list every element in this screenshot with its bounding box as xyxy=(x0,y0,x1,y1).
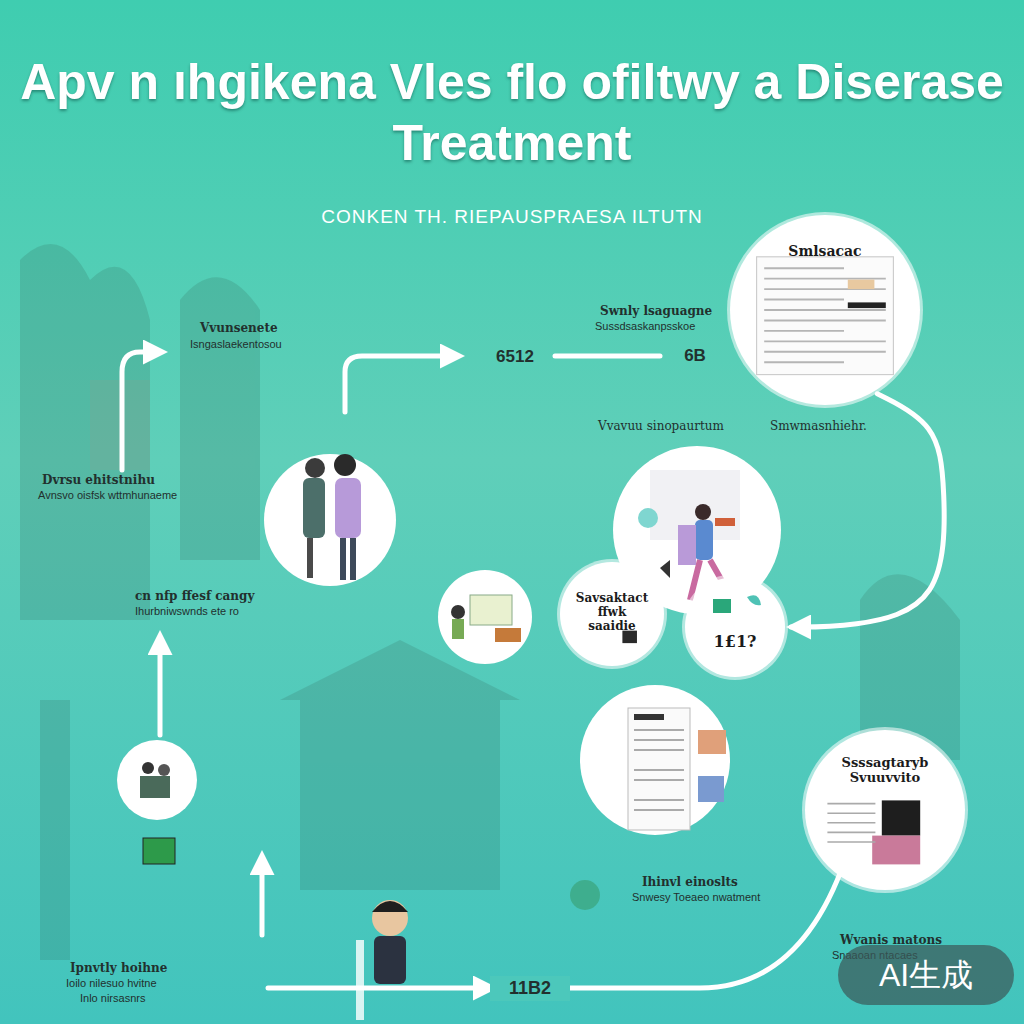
people-figure xyxy=(303,454,361,580)
annotation-label: 11B2 xyxy=(490,976,570,1001)
annotation-label: Ipnvtly hoihne xyxy=(70,962,230,976)
node-circle: 1£1? xyxy=(685,577,785,677)
annotation-label: Smwmasnhiehr. xyxy=(770,420,900,434)
annotation-label: Ihinvl einoslts xyxy=(642,876,802,890)
flow-arrows xyxy=(122,352,845,988)
annotation-label: Snwesy Toeaeo nwatment xyxy=(632,891,832,904)
seated-person xyxy=(356,880,600,1020)
node-circle: Ssssagtaryb Svuuvvito xyxy=(805,730,965,890)
subtitle: CONKEN TH. RIEPAUSPRAESA ILTUTN xyxy=(232,206,792,228)
annotation-label: cn nfp ffesf cangy xyxy=(135,590,325,604)
annotation-label: 6B xyxy=(670,346,720,366)
annotation-label: Ioilo nilesuo hvitne xyxy=(66,977,246,990)
annotation-label: Sussdsaskanpsskoe xyxy=(595,320,755,333)
node-label: Smlsacac xyxy=(744,243,906,259)
annotation-label: Dvrsu ehitstnihu xyxy=(42,474,202,488)
node-label: Ssssagtaryb Svuuvvito xyxy=(819,756,951,786)
annotation-label: 6512 xyxy=(480,347,550,367)
annotation-label: Isngaslaekentosou xyxy=(190,338,370,351)
node-circle: Savsaktact ffwk saaidie xyxy=(560,562,664,666)
small-group-figure xyxy=(140,762,175,864)
node-label: 1£1? xyxy=(699,633,771,651)
annotation-label: Swnly lsaguagne xyxy=(600,305,750,319)
annotation-label: Inlo nirsasnrs xyxy=(80,992,240,1005)
annotation-label: Vvunsenete xyxy=(200,322,340,336)
node-illustration xyxy=(685,577,785,677)
watermark: AI生成 xyxy=(838,945,1014,1005)
document-figure xyxy=(628,708,726,830)
annotation-label: Avnsvo oisfsk wttmhunaeme xyxy=(38,489,258,502)
annotation-label: Vvavuu sinopaurtum xyxy=(598,420,748,434)
node-label: Savsaktact ffwk saaidie xyxy=(574,592,650,633)
node-circle: Smlsacac xyxy=(730,215,920,405)
node-illustration xyxy=(805,730,965,890)
diagram-title: Apv n ıhgikena Vles flo ofiltwy a Disera… xyxy=(12,52,1012,174)
annotation-label: Ihurbniwswnds ete ro xyxy=(135,605,325,618)
illustration-circles xyxy=(117,446,781,835)
desk-figure xyxy=(451,595,521,642)
